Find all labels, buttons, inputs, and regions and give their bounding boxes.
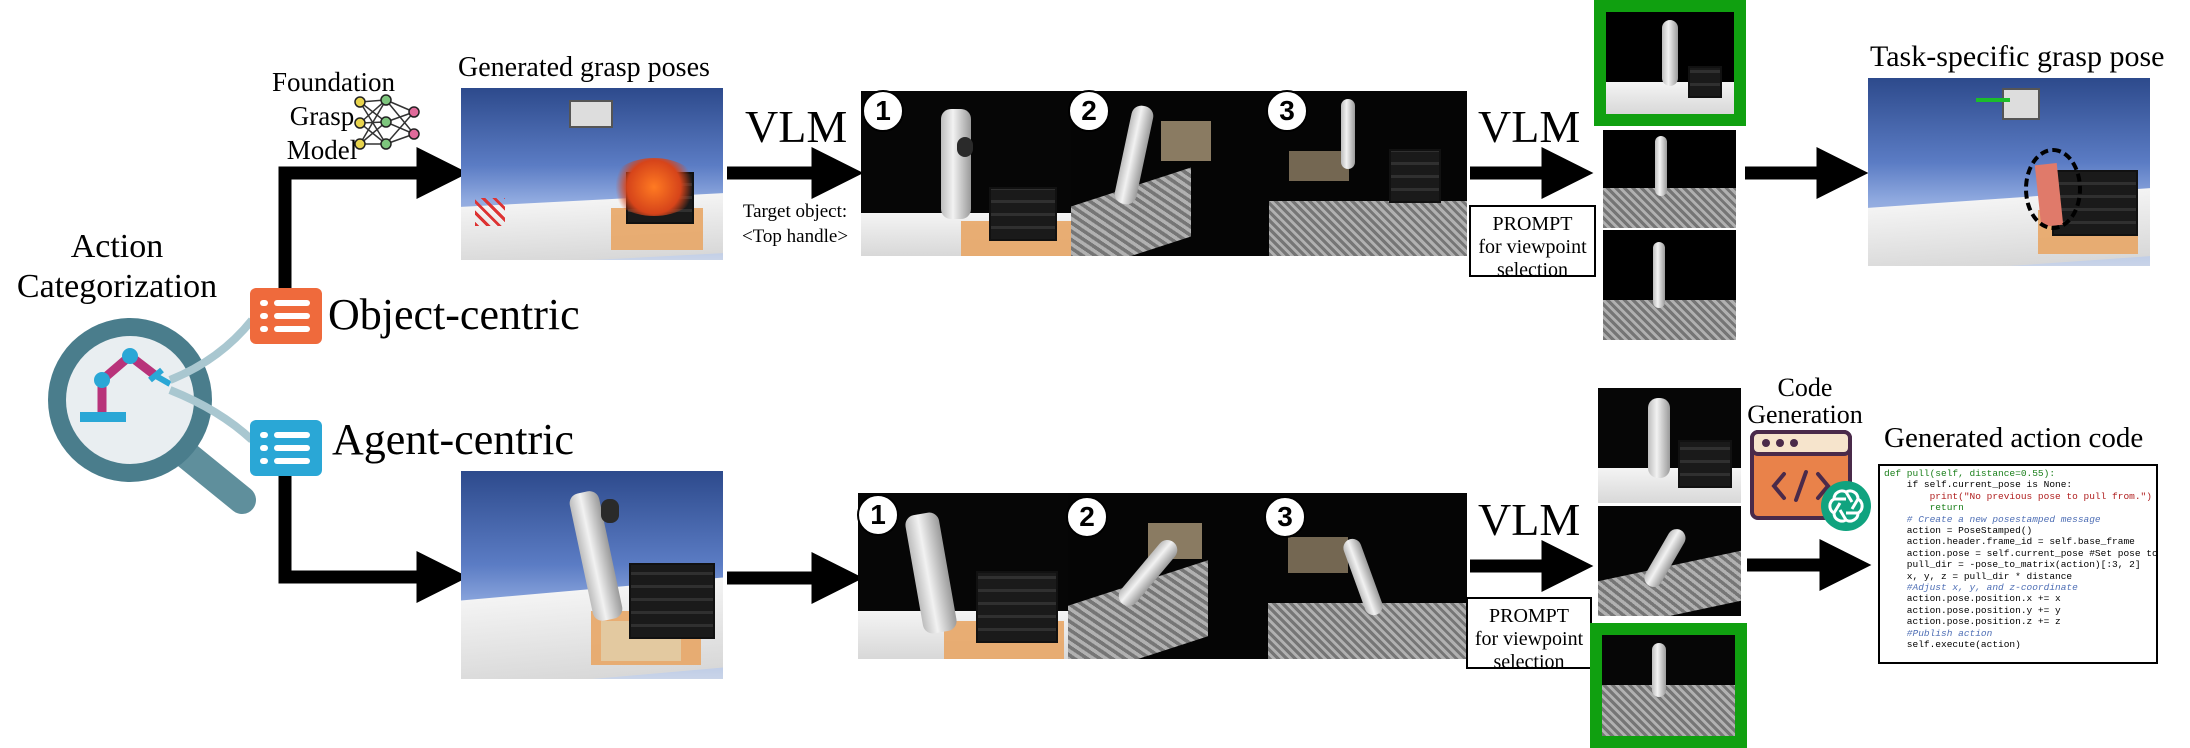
vlm-label-top-2: VLM: [1478, 101, 1581, 152]
generated-grasp-poses-label: Generated grasp poses: [458, 52, 710, 83]
agent-centric-label: Agent-centric: [332, 415, 574, 464]
magnifier-robot-arm-icon: [48, 318, 256, 514]
generated-code-panel: def pull(self, distance=0.55): if self.c…: [1878, 464, 2158, 664]
categorization-title-line2: Categorization: [16, 268, 218, 305]
grasp-pose-cloud: [609, 158, 699, 216]
target-object-line1: Target object:: [742, 201, 848, 222]
foundation-model-line2: Grasp: [289, 100, 355, 131]
agent-centric-scene-image: [461, 471, 723, 679]
agent-centric-list-icon: [250, 420, 322, 476]
code-line: print("No previous pose to pull from."): [1884, 490, 2152, 502]
candidate-view-bottom-2: [1598, 506, 1741, 616]
code-line: pull_dir = -pose_to_matrix(action)[:3, 2…: [1884, 559, 2141, 571]
viewpoint-top-3: [1269, 91, 1467, 256]
viewpoint-number-bottom-3: 3: [1264, 496, 1306, 538]
candidate-view-bottom-1: [1598, 388, 1741, 503]
task-specific-grasp-image: [1868, 78, 2150, 266]
viewpoint-number-2: 2: [1068, 90, 1110, 132]
neural-network-icon: [354, 94, 420, 150]
viewpoint-number-bottom-1: 1: [857, 494, 899, 536]
grasp-highlight-ellipse: [2024, 148, 2082, 230]
prompt-line2: for viewpoint: [1478, 236, 1587, 258]
code-line: action.pose = self.current_pose #Set pos…: [1906, 547, 2158, 559]
code-line: action.pose.position.y += y: [1884, 604, 2061, 616]
prompt-box-bottom: PROMPT for viewpoint selection: [1466, 597, 1592, 673]
viewpoints-strip-top: [861, 91, 1467, 256]
selected-view-bottom: [1590, 623, 1747, 748]
task-specific-grasp-label: Task-specific grasp pose: [1870, 40, 2165, 73]
code-line: action = PoseStamped(): [1884, 525, 2033, 537]
categorization-title: Action Categorization: [2, 230, 232, 304]
target-object-label: Target object: <Top handle>: [734, 200, 856, 249]
generated-action-code-label: Generated action code: [1884, 422, 2144, 454]
object-centric-label: Object-centric: [328, 290, 580, 339]
arrow-to-grasp-poses: [278, 147, 469, 288]
vlm-label-bottom: VLM: [1478, 494, 1581, 545]
viewpoints-strip-bottom: [858, 493, 1467, 659]
grasp-poses-scene-image: [461, 88, 723, 260]
prompt-line3: selection: [1496, 259, 1569, 281]
target-object-line2: <Top handle>: [741, 225, 849, 247]
viewpoint-number-bottom-2: 2: [1066, 496, 1108, 538]
vlm-label-top-1: VLM: [745, 101, 848, 152]
prompt-line1: PROMPT: [1492, 213, 1573, 235]
code-generation-line1: Code: [1777, 373, 1833, 402]
code-line: #Adjust x, y, and z-coordinate: [1884, 582, 2078, 594]
code-generation-label: Code Generation: [1740, 374, 1870, 429]
viewpoint-number-3: 3: [1266, 90, 1308, 132]
code-line: if self.current_pose is None:: [1884, 479, 2073, 491]
code-line: return: [1884, 502, 1964, 514]
prompt-box-top: PROMPT for viewpoint selection: [1469, 205, 1596, 281]
code-line: x, y, z = pull_dir * distance: [1884, 570, 2073, 582]
foundation-model-line3: Model: [286, 134, 358, 165]
arrow-to-agent-scene: [278, 476, 469, 603]
viewpoint-number-1: 1: [862, 90, 904, 132]
code-line: action.pose.position.x += x: [1884, 593, 2061, 605]
openai-logo-icon: [1821, 481, 1871, 531]
code-line: def pull(self, distance=0.55):: [1884, 468, 2056, 479]
candidate-view-top-2: [1603, 130, 1736, 228]
code-line: # Create a new posestamped message: [1884, 513, 2101, 525]
code-line: self.execute(action): [1884, 639, 2021, 651]
prompt-bottom-line2: for viewpoint: [1474, 628, 1584, 650]
code-line: action.header.frame_id = self.base_frame: [1884, 536, 2135, 548]
code-line: #Publish action: [1884, 627, 1993, 639]
object-centric-list-icon: [250, 288, 322, 344]
prompt-bottom-line1: PROMPT: [1488, 605, 1570, 627]
candidate-view-top-3: [1603, 230, 1736, 340]
code-generation-line2: Generation: [1747, 400, 1863, 430]
categorization-title-line1: Action: [70, 228, 164, 265]
code-line: action.pose.position.z += z: [1884, 616, 2061, 628]
branch-connector: [168, 317, 256, 443]
selected-view-top: [1594, 0, 1746, 126]
prompt-bottom-line3: selection: [1493, 651, 1565, 673]
